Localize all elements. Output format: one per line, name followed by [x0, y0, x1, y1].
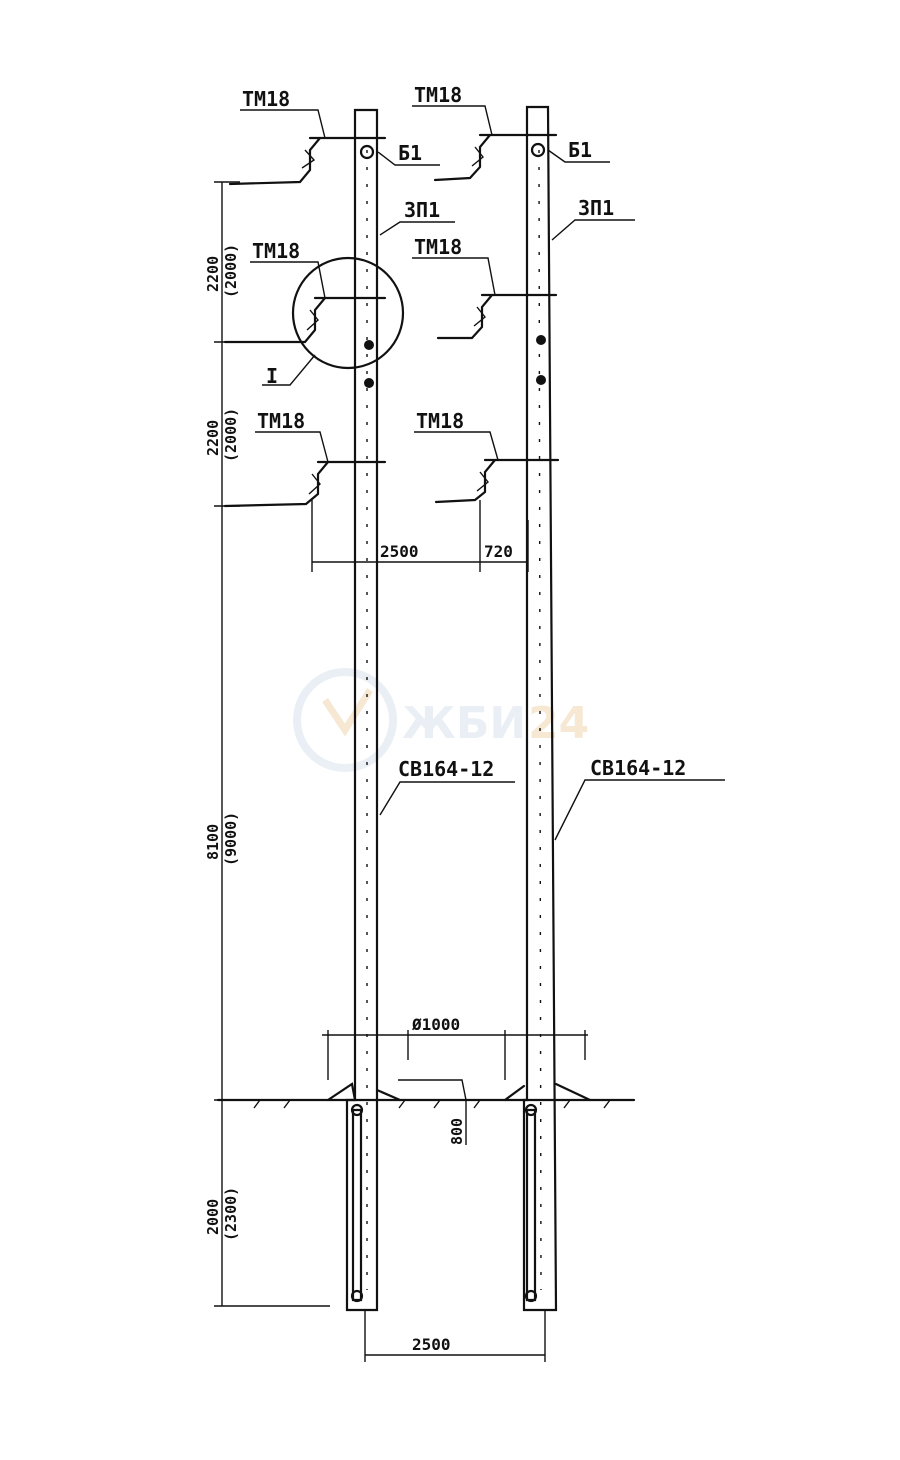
ground-line: 800	[216, 1079, 636, 1145]
label-b1-left: Б1	[398, 141, 422, 165]
watermark-logo: ЖБИ 24	[293, 668, 589, 772]
watermark-text: ЖБИ	[402, 698, 526, 749]
watermark-accent: 24	[528, 698, 589, 749]
label-pole-left: СВ164-12	[398, 757, 494, 781]
detail-circle	[291, 256, 405, 370]
dim-ground-depth: 800	[448, 1118, 466, 1145]
label-b1-right: Б1	[568, 138, 592, 162]
span-dimension-bottom: 2500	[364, 1310, 546, 1362]
left-labels: ТМ18 Б1 ЗП1 ТМ18 ТМ18 СВ164-12	[240, 87, 515, 816]
dim-hole-diameter: Ø1000	[411, 1015, 460, 1034]
label-zp1-right: ЗП1	[578, 196, 614, 220]
dim-v-long: 8100	[204, 824, 222, 860]
detail-label: I	[266, 364, 278, 388]
dim-offset: 720	[484, 542, 513, 561]
label-tm18-right-bot: ТМ18	[416, 409, 464, 433]
label-tm18-right-mid: ТМ18	[414, 235, 462, 259]
right-labels: ТМ18 Б1 ЗП1 ТМ18 ТМ18 СВ164-12	[412, 83, 725, 841]
dim-v-mid: 2200	[204, 420, 222, 456]
label-tm18-right-top: ТМ18	[414, 83, 462, 107]
hole-dimension: Ø1000	[322, 1015, 588, 1080]
label-pole-right: СВ164-12	[590, 756, 686, 780]
label-zp1-left: ЗП1	[404, 198, 440, 222]
span-dimension-top: 2500 720	[311, 500, 529, 572]
dim-v-underground: 2000	[204, 1199, 222, 1235]
label-tm18-left-mid: ТМ18	[252, 239, 300, 263]
dim-bottom-span: 2500	[412, 1335, 451, 1354]
vertical-dimension-chain: 2200 (2000) 2200 (2000) 8100 (9000) 2000…	[204, 181, 330, 1307]
left-crossarms	[223, 136, 387, 508]
watermark-circle-icon	[293, 668, 397, 772]
dim-v-top: 2200	[204, 256, 222, 292]
dim-v-long-alt: (9000)	[222, 812, 240, 866]
dim-v-underground-alt: (2300)	[222, 1187, 240, 1241]
label-tm18-left-top: ТМ18	[242, 87, 290, 111]
left-pole	[345, 108, 379, 1312]
dim-v-mid-alt: (2000)	[222, 408, 240, 462]
right-crossarms	[433, 133, 560, 504]
dim-span-poles: 2500	[380, 542, 419, 561]
label-tm18-left-bot: ТМ18	[257, 409, 305, 433]
dim-v-top-alt: (2000)	[222, 244, 240, 298]
